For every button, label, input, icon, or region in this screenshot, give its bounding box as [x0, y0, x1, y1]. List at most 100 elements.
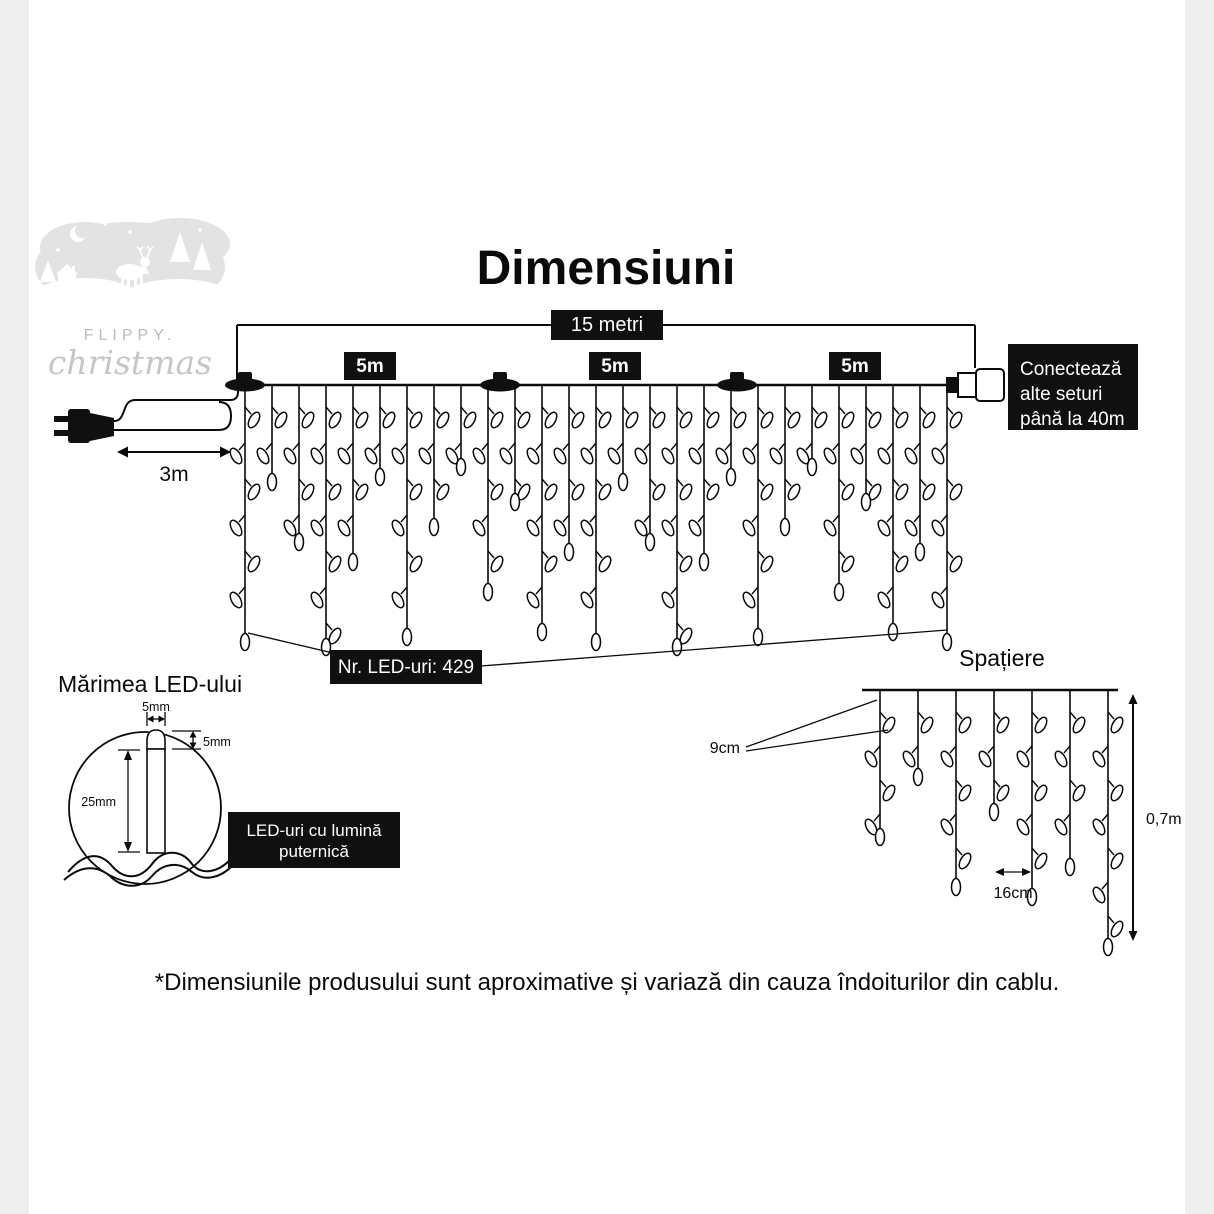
svg-text:16cm: 16cm — [993, 885, 1032, 902]
led-bulb-icon — [490, 483, 504, 501]
led-bulb-icon — [634, 447, 648, 465]
led-bulb-icon — [229, 519, 243, 537]
led-bulb-icon — [347, 552, 359, 572]
led-bulb-icon — [742, 591, 756, 609]
led-bulb-icon — [769, 447, 783, 465]
led-bulb-icon — [823, 447, 837, 465]
arrow-right-icon — [220, 446, 231, 458]
led-bulb-icon — [671, 637, 683, 657]
left-gutter — [0, 0, 29, 1214]
led-bulb-icon — [864, 750, 878, 768]
led-bulb-icon — [904, 519, 918, 537]
light-drop — [580, 385, 612, 652]
light-drop — [337, 385, 369, 572]
led-bulb-icon — [652, 411, 666, 429]
total-length-dimension: 15 metri — [236, 310, 976, 387]
light-drop — [256, 385, 288, 492]
led-count-callout: Nr. LED-uri: 429 — [247, 629, 948, 684]
led-bulb-icon — [1110, 920, 1124, 938]
light-drop — [364, 385, 396, 487]
light-drop — [229, 385, 261, 652]
end-connector-icon — [946, 368, 1005, 402]
led-bulb-icon — [787, 483, 801, 501]
led-bulb-icon — [463, 411, 477, 429]
led-bulb-icon — [760, 555, 774, 573]
led-dome-height-dimension: 5mm — [172, 730, 231, 750]
spacing-curtain — [864, 690, 1124, 957]
led-bulb-icon — [958, 784, 972, 802]
led-bulb-icon — [337, 447, 351, 465]
led-bulb-icon — [922, 483, 936, 501]
led-bulb-icon — [895, 483, 909, 501]
led-bulb-icon — [1110, 716, 1124, 734]
light-drop — [1054, 690, 1086, 877]
led-bulb-icon — [355, 411, 369, 429]
light-drop — [418, 385, 450, 537]
led-bulb-icon — [553, 447, 567, 465]
led-bulb-icon — [490, 555, 504, 573]
led-bulb-icon — [571, 411, 585, 429]
led-feature-box: LED-uri cu lumină puternică — [228, 812, 400, 868]
light-drop — [607, 385, 639, 492]
led-bulb-icon — [922, 411, 936, 429]
light-drop — [902, 690, 934, 787]
drop-gap-dimension: 16cm — [993, 868, 1033, 902]
led-size-title: Mărimea LED-ului — [58, 671, 242, 697]
led-bulb-icon — [391, 591, 405, 609]
light-drop — [850, 385, 882, 512]
light-drop — [445, 385, 477, 477]
led-bulb-icon — [895, 555, 909, 573]
light-drop — [391, 385, 423, 647]
led-bulb-icon — [580, 519, 594, 537]
led-bulb-icon — [617, 472, 629, 492]
led-bulb-icon — [949, 411, 963, 429]
led-bulb-icon — [310, 591, 324, 609]
led-bulb-icon — [874, 827, 886, 847]
led-bulb-icon — [931, 447, 945, 465]
led-bulb-icon — [912, 767, 924, 787]
svg-text:0,7m: 0,7m — [1146, 811, 1182, 828]
light-drop — [553, 385, 585, 562]
led-bulb-icon — [310, 519, 324, 537]
connect-line-1: Conectează — [1020, 359, 1122, 380]
led-bulb-icon — [634, 519, 648, 537]
led-bulb-icon — [571, 483, 585, 501]
led-bulb-icon — [931, 591, 945, 609]
light-drop — [742, 385, 774, 647]
right-gutter — [1185, 0, 1214, 1214]
led-bulb-icon — [490, 411, 504, 429]
svg-text:5mm: 5mm — [203, 735, 231, 749]
light-drop — [940, 690, 972, 897]
led-bulb-icon — [940, 818, 954, 836]
led-bulb-icon — [526, 519, 540, 537]
led-bulb-icon — [931, 519, 945, 537]
led-bulb-icon — [760, 411, 774, 429]
led-bulb-icon — [877, 519, 891, 537]
led-bulb-icon — [706, 483, 720, 501]
led-bulb-icon — [256, 447, 270, 465]
led-bulb-icon — [544, 411, 558, 429]
segment-label-3: 5m — [829, 352, 881, 380]
light-drop — [310, 385, 342, 657]
led-body-height-dimension: 25mm — [81, 749, 140, 853]
power-plug-icon — [54, 387, 239, 443]
led-bulb-icon — [472, 519, 486, 537]
star-icon — [198, 228, 202, 232]
light-drop — [526, 385, 558, 642]
led-bulb-icon — [328, 555, 342, 573]
light-drop — [661, 385, 693, 657]
led-bulb-icon — [436, 411, 450, 429]
feature-line-1: LED-uri cu lumină — [246, 821, 382, 840]
led-bulb-icon — [1102, 937, 1114, 957]
wire-connector-icon — [480, 372, 520, 392]
led-bulb-icon — [301, 483, 315, 501]
icicle-curtain — [229, 385, 963, 657]
led-bulb-icon — [472, 447, 486, 465]
connect-sets-box: Conectează alte seturi până la 40m — [1008, 344, 1138, 430]
led-bulb-icon — [877, 591, 891, 609]
led-bulb-icon — [1054, 750, 1068, 768]
led-bulb-icon — [229, 591, 243, 609]
led-bulb-icon — [679, 555, 693, 573]
led-bulb-icon — [841, 411, 855, 429]
led-bulb-icon — [146, 729, 166, 854]
